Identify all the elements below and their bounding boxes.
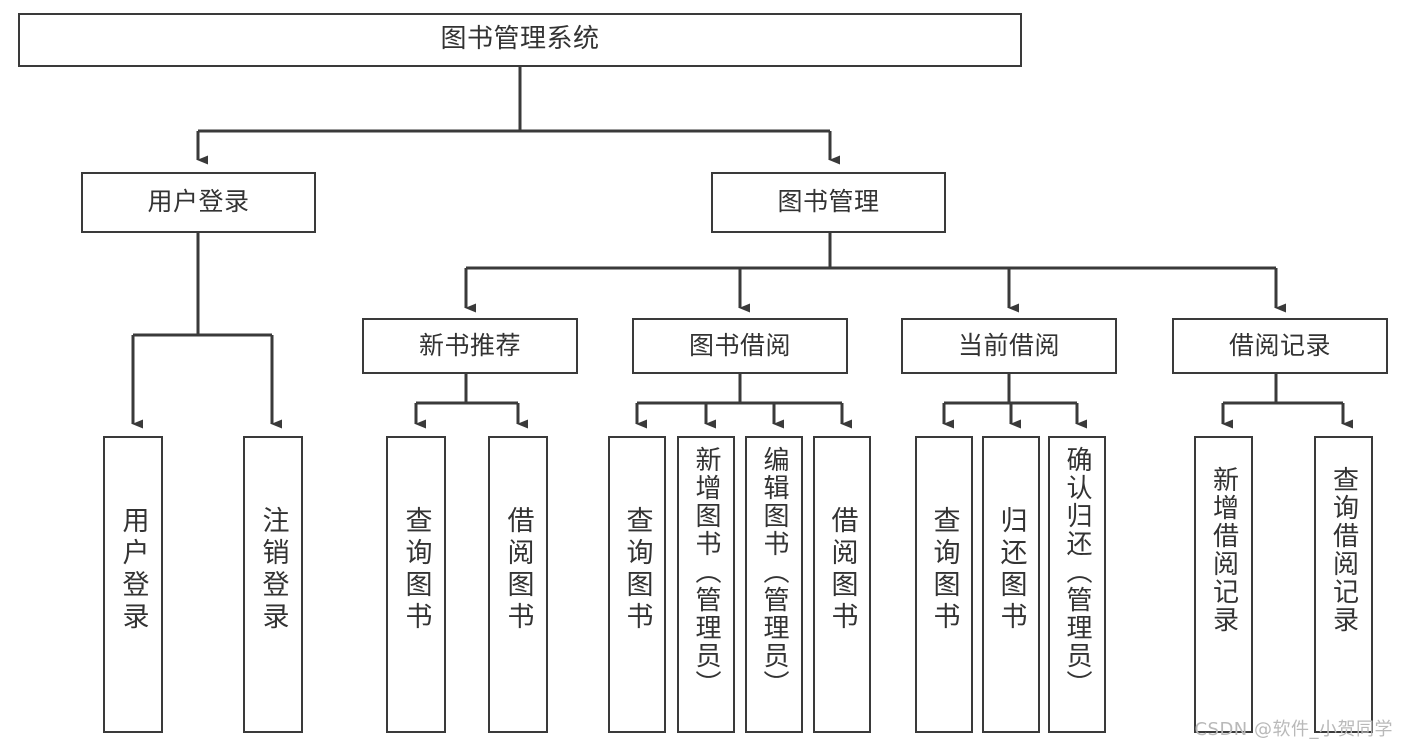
node-label: 当前借阅 (957, 330, 1060, 360)
leaf-return-book[interactable]: 归还图书 (982, 436, 1040, 733)
node-borrowing-record[interactable]: 借阅记录 (1172, 318, 1388, 374)
leaf-edit-book-admin[interactable]: 编辑图书（管理员） (745, 436, 803, 733)
node-label: 借阅图书 (826, 506, 858, 634)
node-label: 注销登录 (257, 506, 289, 634)
leaf-borrow-book-new[interactable]: 借阅图书 (488, 436, 548, 733)
node-label: 编辑图书（管理员） (759, 446, 789, 698)
node-label: 新增图书（管理员） (691, 446, 721, 698)
leaf-logout[interactable]: 注销登录 (243, 436, 303, 733)
node-label: 确认归还（管理员） (1062, 446, 1092, 698)
node-label: 图书管理系统 (440, 24, 600, 55)
node-label: 图书管理 (777, 187, 880, 217)
leaf-add-borrow-record[interactable]: 新增借阅记录 (1194, 436, 1253, 733)
node-label: 借阅图书 (502, 506, 534, 634)
node-label: 查询图书 (928, 506, 960, 634)
node-label: 新增借阅记录 (1208, 466, 1239, 634)
csdn-watermark: CSDN @软件_小贺同学 (1194, 719, 1393, 740)
leaf-query-book-current[interactable]: 查询图书 (915, 436, 973, 733)
leaf-borrow-book[interactable]: 借阅图书 (813, 436, 871, 733)
leaf-confirm-return-admin[interactable]: 确认归还（管理员） (1048, 436, 1106, 733)
leaf-add-book-admin[interactable]: 新增图书（管理员） (677, 436, 735, 733)
node-current-borrowing[interactable]: 当前借阅 (901, 318, 1117, 374)
leaf-user-login[interactable]: 用户登录 (103, 436, 163, 733)
node-book-borrowing[interactable]: 图书借阅 (632, 318, 848, 374)
node-new-book-recommendation[interactable]: 新书推荐 (362, 318, 578, 374)
node-label: 新书推荐 (418, 330, 521, 360)
node-label: 借阅记录 (1228, 330, 1331, 360)
node-label: 查询图书 (400, 506, 432, 634)
node-label: 归还图书 (995, 506, 1027, 634)
node-user-login[interactable]: 用户登录 (81, 172, 316, 233)
node-label: 用户登录 (117, 506, 149, 634)
node-book-management[interactable]: 图书管理 (711, 172, 946, 233)
leaf-query-book-borrow[interactable]: 查询图书 (608, 436, 666, 733)
leaf-query-book-new[interactable]: 查询图书 (386, 436, 446, 733)
node-label: 图书借阅 (688, 330, 791, 360)
node-root-book-management-system[interactable]: 图书管理系统 (18, 13, 1022, 67)
leaf-query-borrow-record[interactable]: 查询借阅记录 (1314, 436, 1373, 733)
node-label: 查询图书 (621, 506, 653, 634)
node-label: 用户登录 (147, 187, 250, 217)
node-label: 查询借阅记录 (1328, 466, 1359, 634)
